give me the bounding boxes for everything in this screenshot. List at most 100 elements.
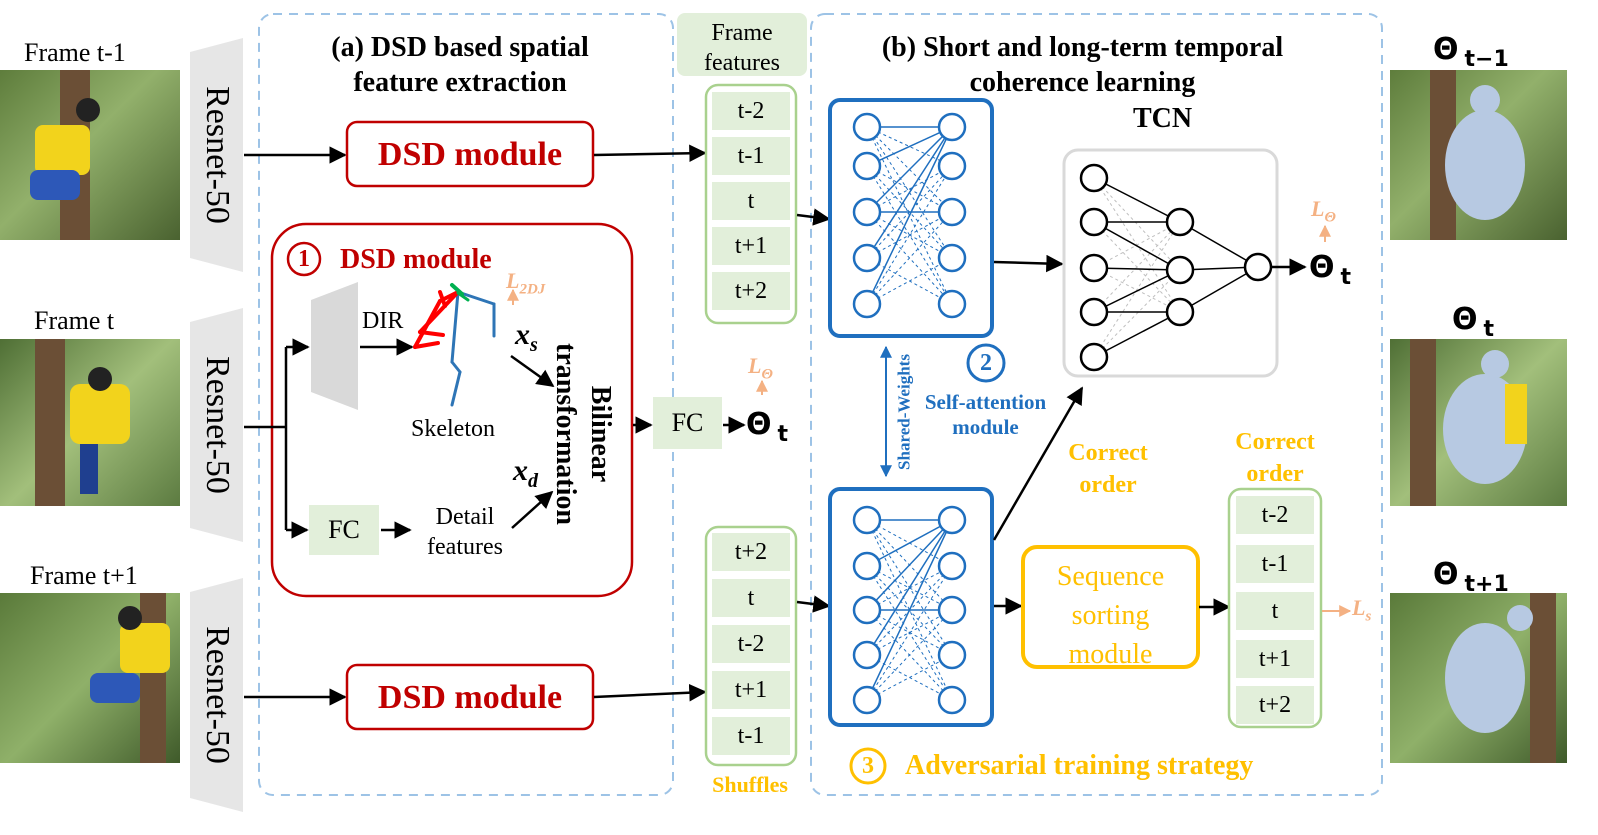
frame-label-prev: Frame t-1 (24, 38, 126, 67)
frame-features-header (677, 13, 807, 76)
fc-detail-label: FC (328, 515, 360, 544)
photo-frame-cur (0, 339, 180, 506)
shuffles-label: Shuffles (712, 772, 788, 797)
l2dj-var: L (506, 268, 520, 293)
dsd-module-bottom-box (345, 663, 595, 731)
frame-feature-item: t-2 (737, 98, 765, 124)
tcn-label: TCN (1133, 103, 1193, 134)
resnet-block-next (190, 578, 243, 812)
fc-detail-box (309, 505, 379, 555)
output-theta-cur-var: Θ (1452, 302, 1478, 337)
section-b-title: (b) Short and long-term temporal coheren… (825, 30, 1340, 100)
correct-order-item: t+2 (1258, 692, 1292, 718)
sorting-box (1021, 545, 1200, 669)
dsd-module-bottom-label: DSD module (377, 679, 563, 716)
correct-order-item: t-1 (1261, 551, 1289, 577)
fc-out-loss-var: L (748, 353, 762, 378)
shuffled-item: t-1 (737, 723, 765, 749)
frame-features-title: Frame features (677, 18, 807, 78)
self-attention-top (828, 98, 994, 338)
xd-sub: d (528, 470, 538, 492)
detail-features-label: Detail features (410, 502, 520, 562)
fc-out-loss: LΘ (748, 355, 773, 382)
detail-features-line2: features (427, 534, 503, 560)
photo-frame-prev (0, 70, 180, 240)
adversarial-number: 3 (862, 753, 874, 779)
tcn-loss: LΘ (1311, 198, 1336, 225)
mesh-output-next (1390, 593, 1567, 763)
bilinear-label: Bilinear transformation (548, 294, 618, 574)
section-a-title-line1: (a) DSD based spatial (331, 32, 589, 63)
ls-var: L (1352, 595, 1366, 620)
skeleton-figure (413, 283, 496, 407)
output-theta-next-var: Θ (1433, 557, 1459, 592)
frame-feature-item: t (747, 188, 755, 214)
frame-feature-item: t+1 (734, 233, 768, 259)
mesh-output-prev (1390, 70, 1567, 240)
fc-out-label: FC (671, 408, 704, 437)
correct-order-item: t+1 (1258, 646, 1292, 672)
sorting-line2: sorting (1071, 600, 1150, 632)
sorting-label: Sequence sorting module (1023, 557, 1198, 675)
correct-order-label: Correct order (1215, 426, 1335, 491)
detail-features-line1: Detail (435, 504, 495, 530)
resnet-block-cur (190, 308, 243, 542)
ls-sub: s (1365, 608, 1372, 625)
dir-block (311, 282, 358, 410)
frame-label-cur: Frame t (34, 306, 115, 335)
shuffled-item: t+1 (734, 677, 768, 703)
tcn-theta-sub: t (1340, 265, 1352, 290)
tcn-network (1062, 148, 1279, 378)
resnet-label-prev: Resnet-50 (199, 86, 236, 224)
correct-order-mid-label: Correct order (1048, 437, 1168, 502)
frame-features-title-line2: features (704, 50, 780, 76)
correct-order-mid-line2: order (1079, 472, 1137, 499)
self-attention-line2: module (952, 415, 1019, 440)
correct-order-item: t-2 (1261, 502, 1289, 528)
output-theta-cur-sub: t (1483, 317, 1495, 342)
self-attention-number: 2 (980, 350, 992, 376)
xs-symbol: xs (515, 318, 538, 356)
output-theta-next-sub: t+1 (1464, 572, 1509, 597)
dsd-module-top-box (345, 120, 595, 188)
bilinear-line1: Bilinear (585, 385, 616, 483)
skeleton-label: Skeleton (411, 416, 495, 442)
sorting-line3: module (1068, 639, 1153, 671)
adversarial-label: Adversarial training strategy (905, 750, 1254, 781)
shuffled-item: t+2 (734, 539, 768, 565)
ls-loss: Ls (1352, 597, 1371, 624)
frame-feature-item: t-1 (737, 143, 765, 169)
frame-feature-item: t+2 (734, 278, 768, 304)
output-theta-prev-sub: t−1 (1464, 47, 1509, 72)
dsd-module-top-label: DSD module (377, 136, 563, 173)
section-a-title-line2: feature extraction (353, 67, 567, 98)
self-attention-label: Self-attention module (908, 390, 1063, 440)
tcn-loss-sub: Θ (1324, 209, 1336, 226)
section-b-title-line2: coherence learning (969, 67, 1196, 98)
frame-features-title-line1: Frame (711, 20, 773, 46)
fc-out-theta-var: Θ (746, 407, 772, 442)
correct-order-item: t (1271, 598, 1279, 624)
fc-out-loss-sub: Θ (761, 366, 773, 383)
resnet-label-next: Resnet-50 (199, 626, 236, 764)
shuffled-item: t (747, 585, 755, 611)
bilinear-line2: transformation (550, 343, 581, 525)
l2dj-sub: 2DJ (519, 281, 546, 298)
correct-order-mid-line1: Correct (1068, 440, 1148, 466)
correct-order-line2: order (1246, 461, 1304, 488)
l2dj-loss: L2DJ (506, 270, 545, 297)
tcn-loss-var: L (1311, 196, 1325, 221)
dsd-detail-number: 1 (298, 246, 310, 272)
self-attention-line1: Self-attention (924, 390, 1047, 414)
mesh-output-cur (1390, 339, 1567, 506)
shuffled-item: t-2 (737, 631, 765, 657)
xs-var: x (515, 318, 530, 351)
correct-order-line1: Correct (1235, 429, 1315, 455)
section-a-title: (a) DSD based spatial feature extraction (285, 30, 635, 100)
photo-frame-next (0, 593, 180, 763)
fc-out-box (653, 397, 722, 449)
fc-out-theta-sub: t (777, 422, 789, 447)
